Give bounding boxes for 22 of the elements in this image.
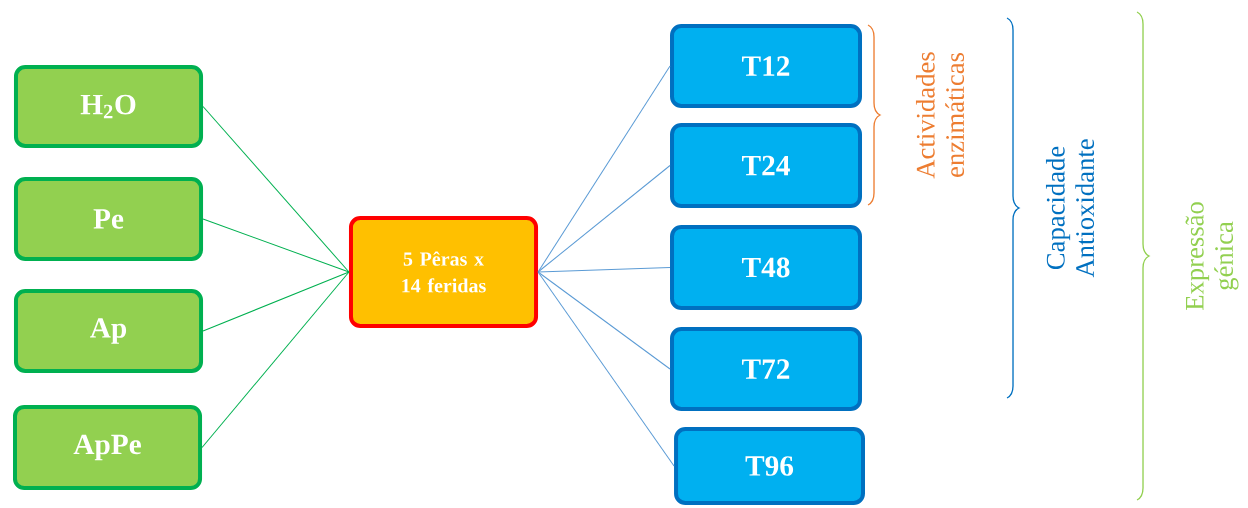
connector-line [537, 271, 675, 467]
connector-line [202, 271, 350, 332]
time-point-box: T72 [670, 327, 862, 411]
connector-line [537, 65, 671, 273]
treatment-box: Ap [13, 289, 204, 373]
bracket-label: Capacidade Antioxidante [1045, 139, 1095, 278]
connector-line [202, 106, 350, 273]
connector-line [201, 271, 350, 448]
connector-line [537, 267, 671, 273]
connector-line [537, 165, 671, 273]
time-point-box: T12 [670, 24, 862, 108]
time-point-box: T24 [670, 122, 862, 209]
connector-line [202, 218, 350, 273]
bracket-label: Expressão génica [1185, 202, 1239, 311]
time-point-box: T48 [670, 224, 862, 311]
connector-line [537, 271, 671, 370]
treatment-box: ApPe [12, 404, 203, 491]
treatment-box: H$_{2}$O [13, 65, 204, 148]
treatment-box: Pe [13, 177, 204, 261]
time-point-box: T96 [674, 427, 865, 505]
sample-box: 5 Pêras x 14 feridas [349, 216, 539, 328]
bracket-label: Actividades enzimáticas [915, 52, 965, 179]
